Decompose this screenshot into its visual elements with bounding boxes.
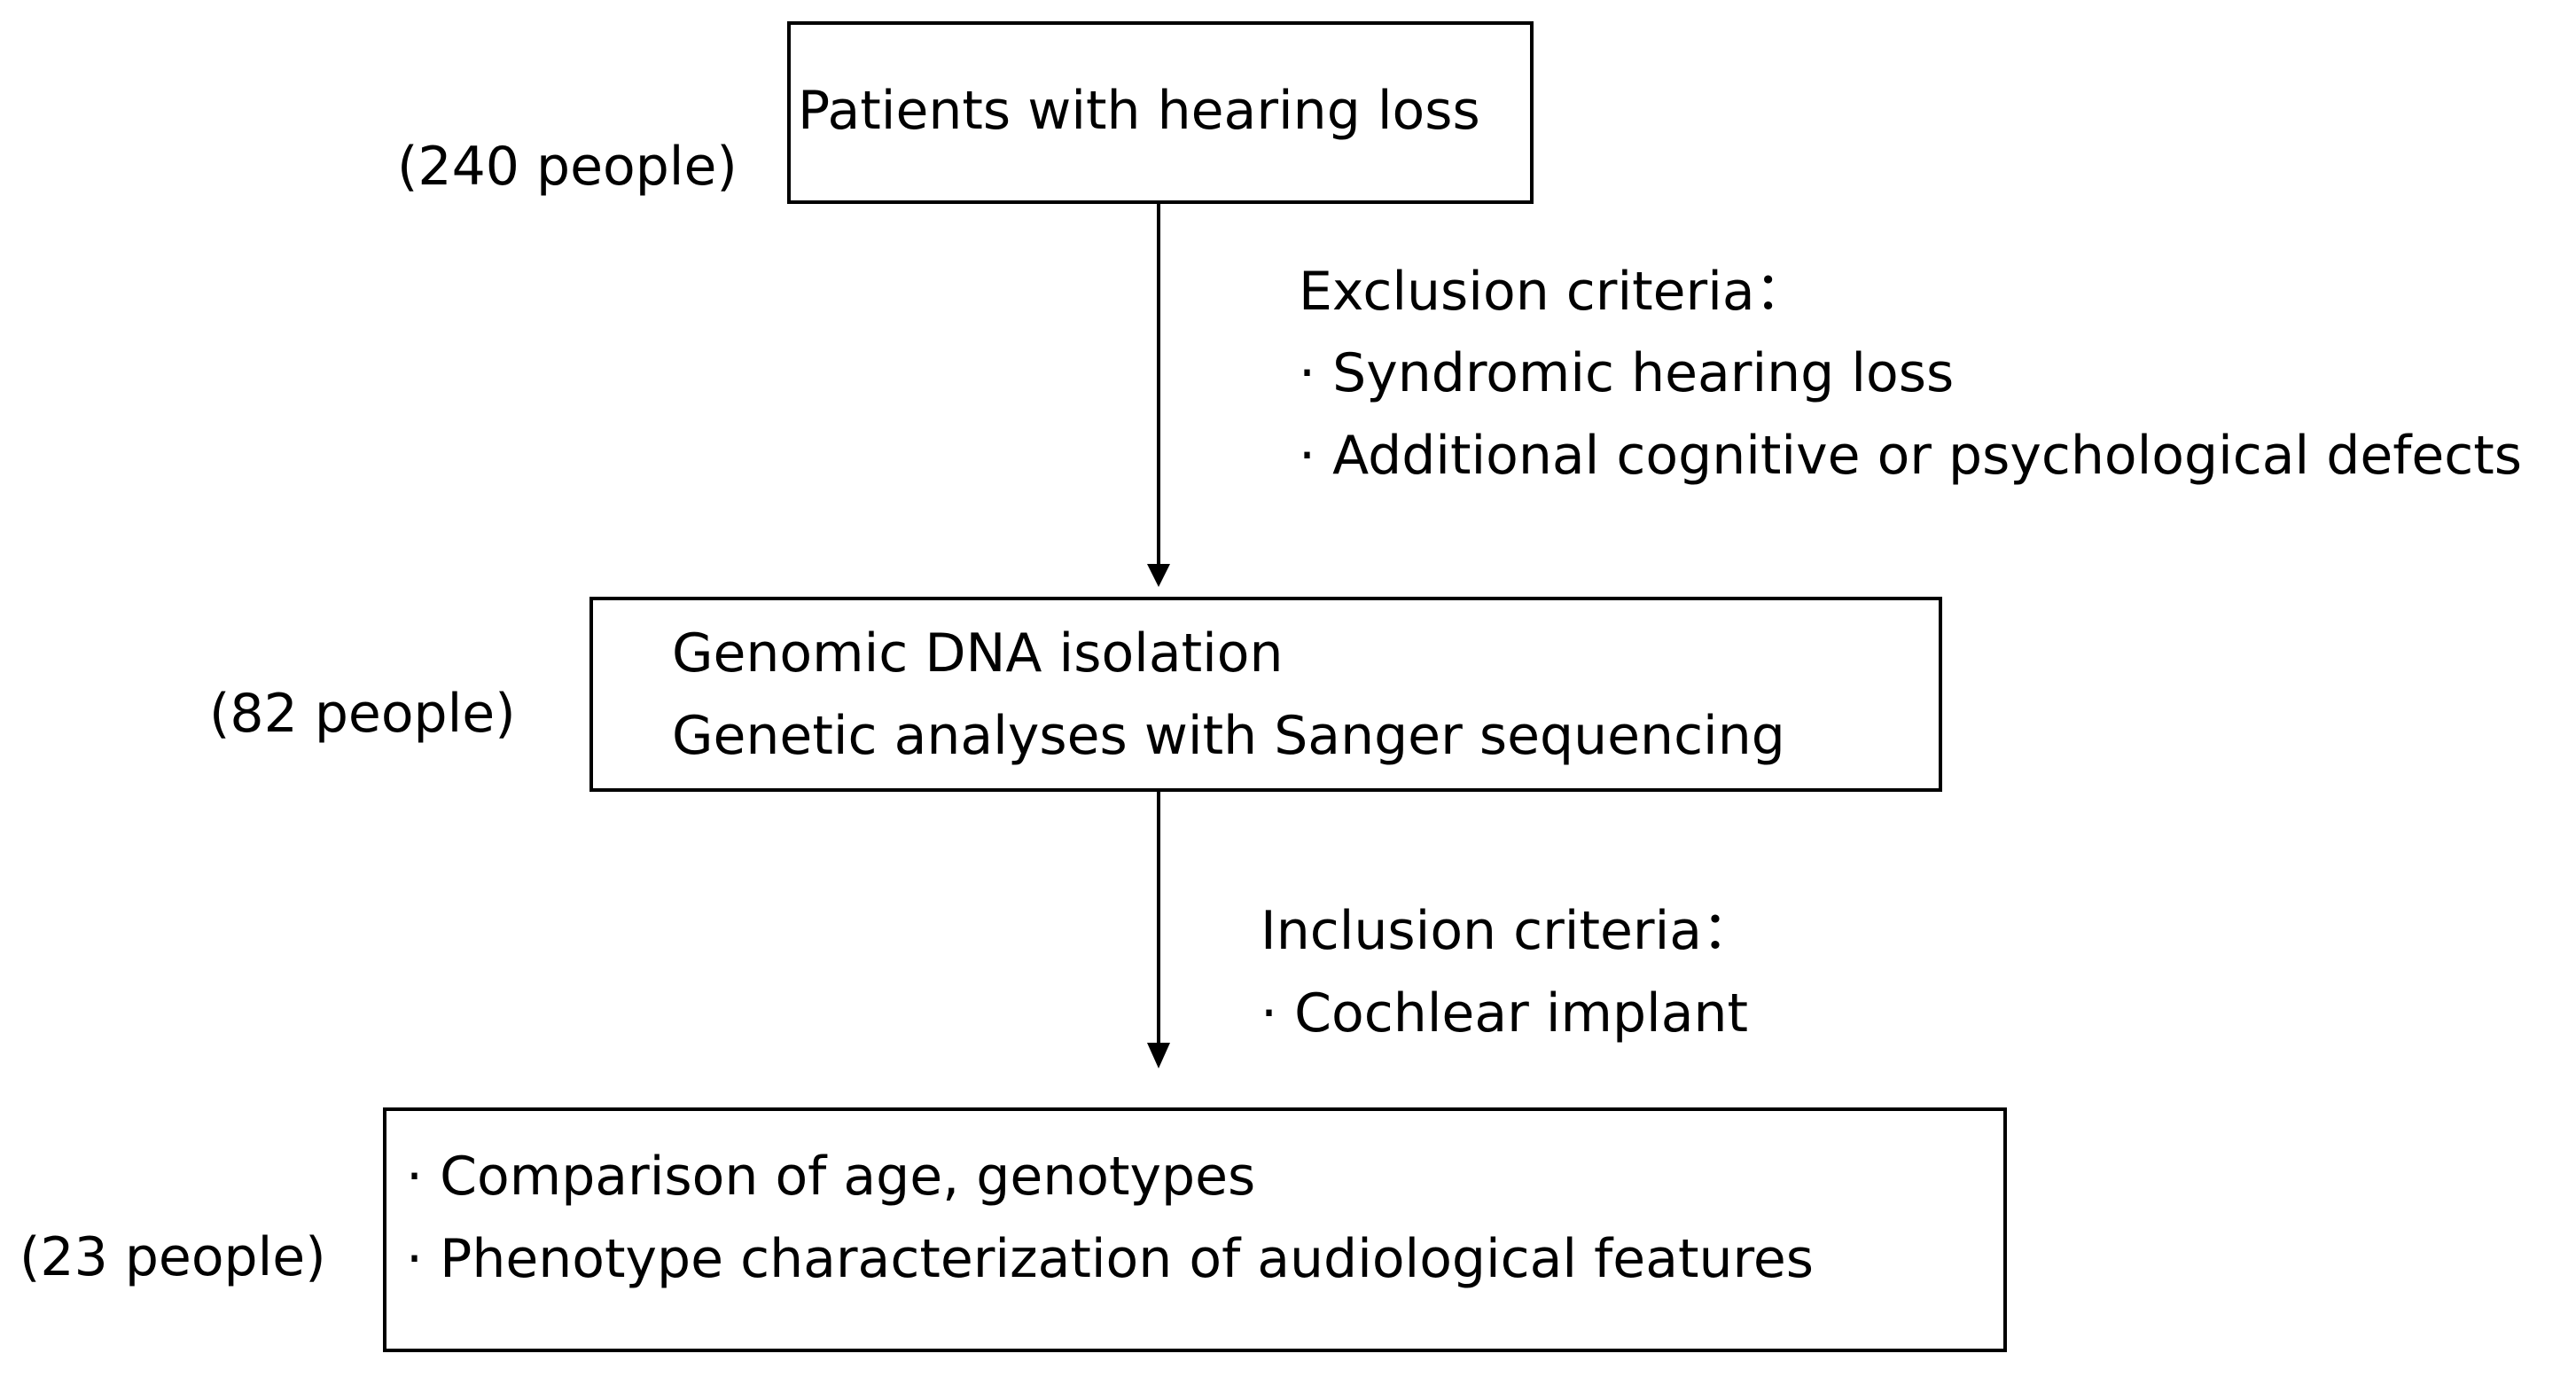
arrow-1 [1147, 204, 1170, 587]
box2-count: (82 people) [209, 683, 516, 745]
arrow-2 [1147, 792, 1170, 1068]
box-comparison-and-phenotype [383, 1107, 2007, 1352]
exclusion-criteria-heading: Exclusion criteria： [1299, 261, 1808, 323]
exclusion-item-2: · Additional cognitive or psychological … [1299, 425, 2523, 487]
box2-line-2: Genetic analyses with Sanger sequencing [672, 705, 1785, 767]
box1-line-1: Patients with hearing loss [798, 80, 1480, 142]
box3-line-2: · Phenotype characterization of audiolog… [406, 1228, 1815, 1290]
box-genomic-dna-isolation [589, 597, 1942, 792]
box3-count: (23 people) [20, 1226, 326, 1288]
exclusion-item-1: · Syndromic hearing loss [1299, 342, 1955, 404]
box3-line-1: · Comparison of age, genotypes [406, 1146, 1256, 1208]
box1-count: (240 people) [397, 136, 738, 198]
box2-line-1: Genomic DNA isolation [672, 622, 1284, 685]
inclusion-item-1: · Cochlear implant [1261, 982, 1749, 1044]
inclusion-criteria-heading: Inclusion criteria： [1261, 900, 1756, 962]
box-patients-with-hearing-loss [787, 21, 1534, 204]
